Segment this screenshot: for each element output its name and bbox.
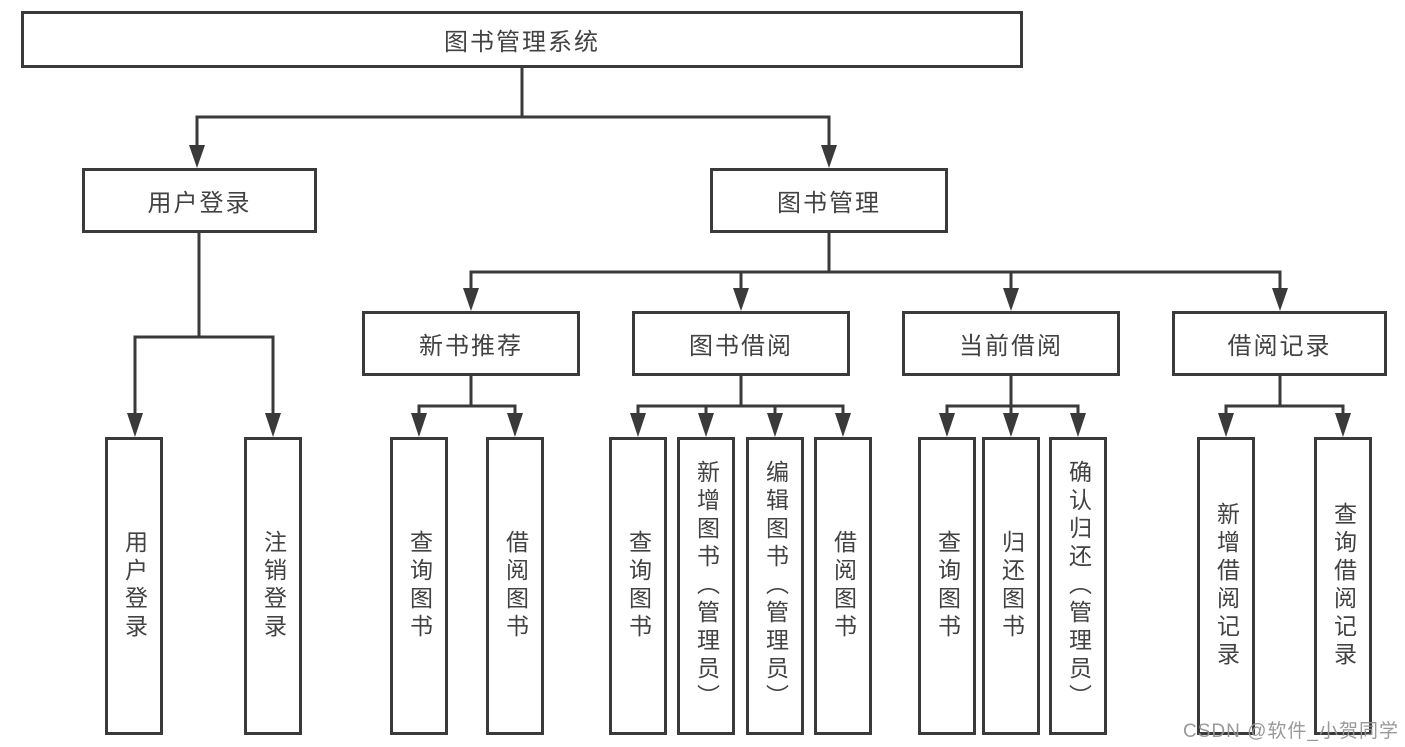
- leaf-borrow-books-borrowing: 借阅图书: [814, 437, 872, 735]
- leaf-return-books: 归还图书: [982, 437, 1040, 735]
- leaf-user-login: 用户登录: [105, 437, 163, 735]
- leaf-add-books-admin: 新增图书（管理员）: [677, 437, 735, 735]
- node-current-borrowing-label: 当前借阅: [959, 333, 1063, 360]
- leaf-edit-books-admin-label: 编辑图书（管理员）: [762, 460, 789, 712]
- leaf-confirm-return-admin-label: 确认归还（管理员）: [1065, 460, 1092, 712]
- leaf-query-books-current-label: 查询图书: [934, 530, 961, 642]
- leaf-user-login-label: 用户登录: [121, 530, 148, 642]
- leaf-return-books-label: 归还图书: [998, 530, 1025, 642]
- leaf-confirm-return-admin: 确认归还（管理员）: [1049, 437, 1107, 735]
- node-book-management: 图书管理: [710, 168, 948, 233]
- node-new-book-recommendation-label: 新书推荐: [419, 333, 523, 360]
- leaf-borrow-books-recommend-label: 借阅图书: [502, 530, 529, 642]
- node-book-borrowing-label: 图书借阅: [689, 333, 793, 360]
- leaf-borrow-books-borrowing-label: 借阅图书: [830, 530, 857, 642]
- node-borrowing-records-label: 借阅记录: [1227, 333, 1332, 360]
- leaf-logout: 注销登录: [244, 437, 302, 735]
- leaf-query-books-borrowing-label: 查询图书: [625, 530, 652, 642]
- leaf-borrow-books-recommend: 借阅图书: [486, 437, 544, 735]
- leaf-add-books-admin-label: 新增图书（管理员）: [693, 460, 720, 712]
- leaf-query-books-recommend: 查询图书: [390, 437, 448, 735]
- leaf-query-borrow-record-label: 查询借阅记录: [1330, 502, 1357, 670]
- leaf-query-books-current: 查询图书: [918, 437, 976, 735]
- leaf-query-books-recommend-label: 查询图书: [406, 530, 433, 642]
- watermark: CSDN @软件_小贺同学: [1183, 721, 1399, 742]
- node-book-borrowing: 图书借阅: [632, 311, 850, 376]
- leaf-query-borrow-record: 查询借阅记录: [1314, 437, 1372, 735]
- leaf-add-borrow-record: 新增借阅记录: [1197, 437, 1255, 735]
- node-user-login: 用户登录: [82, 168, 317, 233]
- leaf-edit-books-admin: 编辑图书（管理员）: [746, 437, 804, 735]
- node-user-login-label: 用户登录: [147, 190, 252, 217]
- node-root-label: 图书管理系统: [444, 29, 600, 56]
- node-new-book-recommendation: 新书推荐: [362, 311, 580, 376]
- leaf-add-borrow-record-label: 新增借阅记录: [1213, 502, 1240, 670]
- leaf-logout-label: 注销登录: [260, 530, 287, 642]
- node-current-borrowing: 当前借阅: [902, 311, 1120, 376]
- leaf-query-books-borrowing: 查询图书: [609, 437, 667, 735]
- node-root-system: 图书管理系统: [21, 11, 1023, 68]
- node-book-management-label: 图书管理: [777, 190, 881, 217]
- node-borrowing-records: 借阅记录: [1172, 311, 1387, 376]
